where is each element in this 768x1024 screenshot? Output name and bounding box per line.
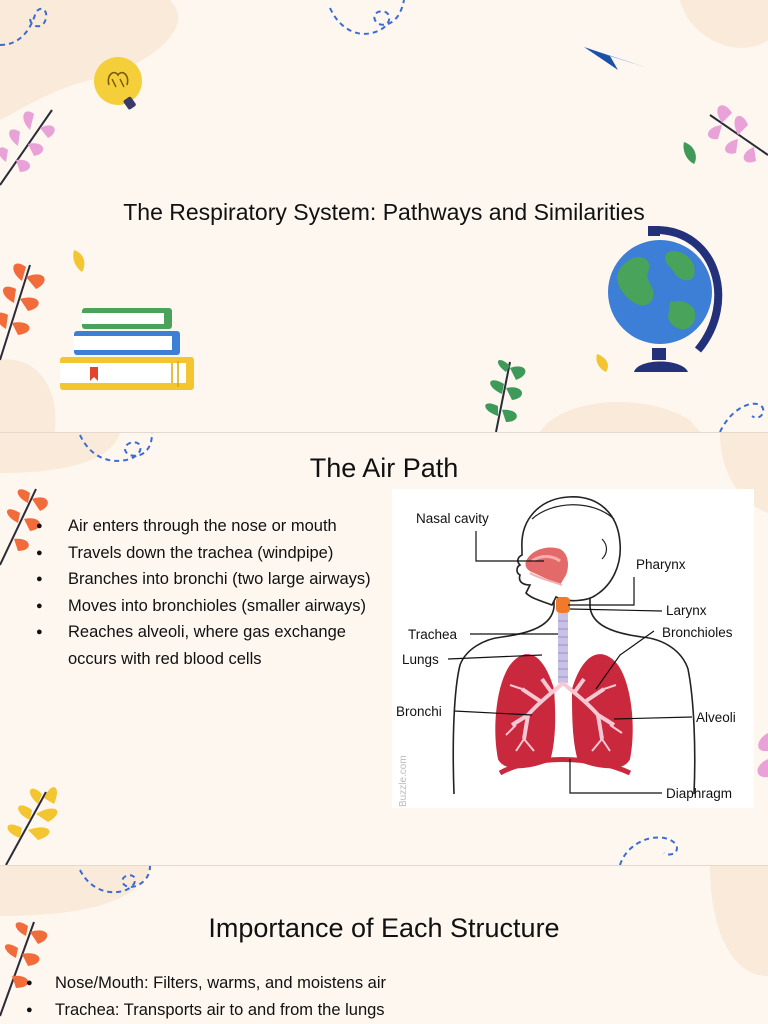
list-item: Travels down the trachea (windpipe) xyxy=(36,540,391,567)
label-larynx: Larynx xyxy=(666,603,707,618)
watermark: Buzzle.com xyxy=(398,755,409,807)
list-item: Moves into bronchioles (smaller airways) xyxy=(36,593,391,620)
leaf-branch-icon xyxy=(0,109,55,186)
label-lungs: Lungs xyxy=(402,652,439,667)
slide-air-path: The Air Path Air enters through the nose… xyxy=(0,433,768,865)
importance-bullet-list: Nose/Mouth: Filters, warms, and moistens… xyxy=(24,970,744,1023)
lightbulb-icon xyxy=(94,57,142,110)
slide-decorations xyxy=(0,866,768,976)
label-bronchi: Bronchi xyxy=(396,704,442,719)
respiratory-diagram: Nasal cavity Pharynx Larynx Trachea Bron… xyxy=(392,489,754,808)
leaf-branch-icon xyxy=(757,733,768,778)
slide-title-text: Importance of Each Structure xyxy=(208,913,560,943)
paper-plane-icon xyxy=(584,47,648,70)
books-icon xyxy=(60,308,194,390)
label-diaphragm: Diaphragm xyxy=(666,786,732,801)
list-item: Nose/Mouth: Filters, warms, and moistens… xyxy=(24,970,744,997)
label-bronchioles: Bronchioles xyxy=(662,625,733,640)
slide-divider xyxy=(0,865,768,866)
label-trachea: Trachea xyxy=(408,627,458,642)
slide-importance: Importance of Each Structure Nose/Mouth:… xyxy=(0,866,768,1024)
air-path-bullet-list: Air enters through the nose or mouth Tra… xyxy=(36,513,391,672)
leaf-branch-icon xyxy=(485,359,526,432)
label-pharynx: Pharynx xyxy=(636,557,686,572)
leaf-icon xyxy=(683,142,696,164)
slide-title-text: The Respiratory System: Pathways and Sim… xyxy=(123,199,645,225)
leaf-branch-icon xyxy=(0,263,45,361)
slide-title: The Respiratory System: Pathways and Sim… xyxy=(0,0,768,432)
list-item: Branches into bronchi (two large airways… xyxy=(36,566,391,593)
leaf-icon xyxy=(73,250,85,272)
slide-decorations xyxy=(0,0,768,432)
slide-decorations xyxy=(0,433,768,865)
respiratory-diagram-illustration: Nasal cavity Pharynx Larynx Trachea Bron… xyxy=(396,496,736,807)
globe-icon xyxy=(608,226,723,372)
list-item: Trachea: Transports air to and from the … xyxy=(24,997,744,1024)
leaf-icon xyxy=(596,354,608,372)
leaf-branch-icon xyxy=(5,787,58,865)
list-item: Air enters through the nose or mouth xyxy=(36,513,391,540)
label-nasal-cavity: Nasal cavity xyxy=(416,511,489,526)
slide-divider xyxy=(0,432,768,433)
list-item: Reaches alveoli, where gas exchange occu… xyxy=(36,619,391,672)
leaf-branch-icon xyxy=(707,105,768,163)
label-alveoli: Alveoli xyxy=(696,710,736,725)
slide-title-text: The Air Path xyxy=(309,453,459,483)
